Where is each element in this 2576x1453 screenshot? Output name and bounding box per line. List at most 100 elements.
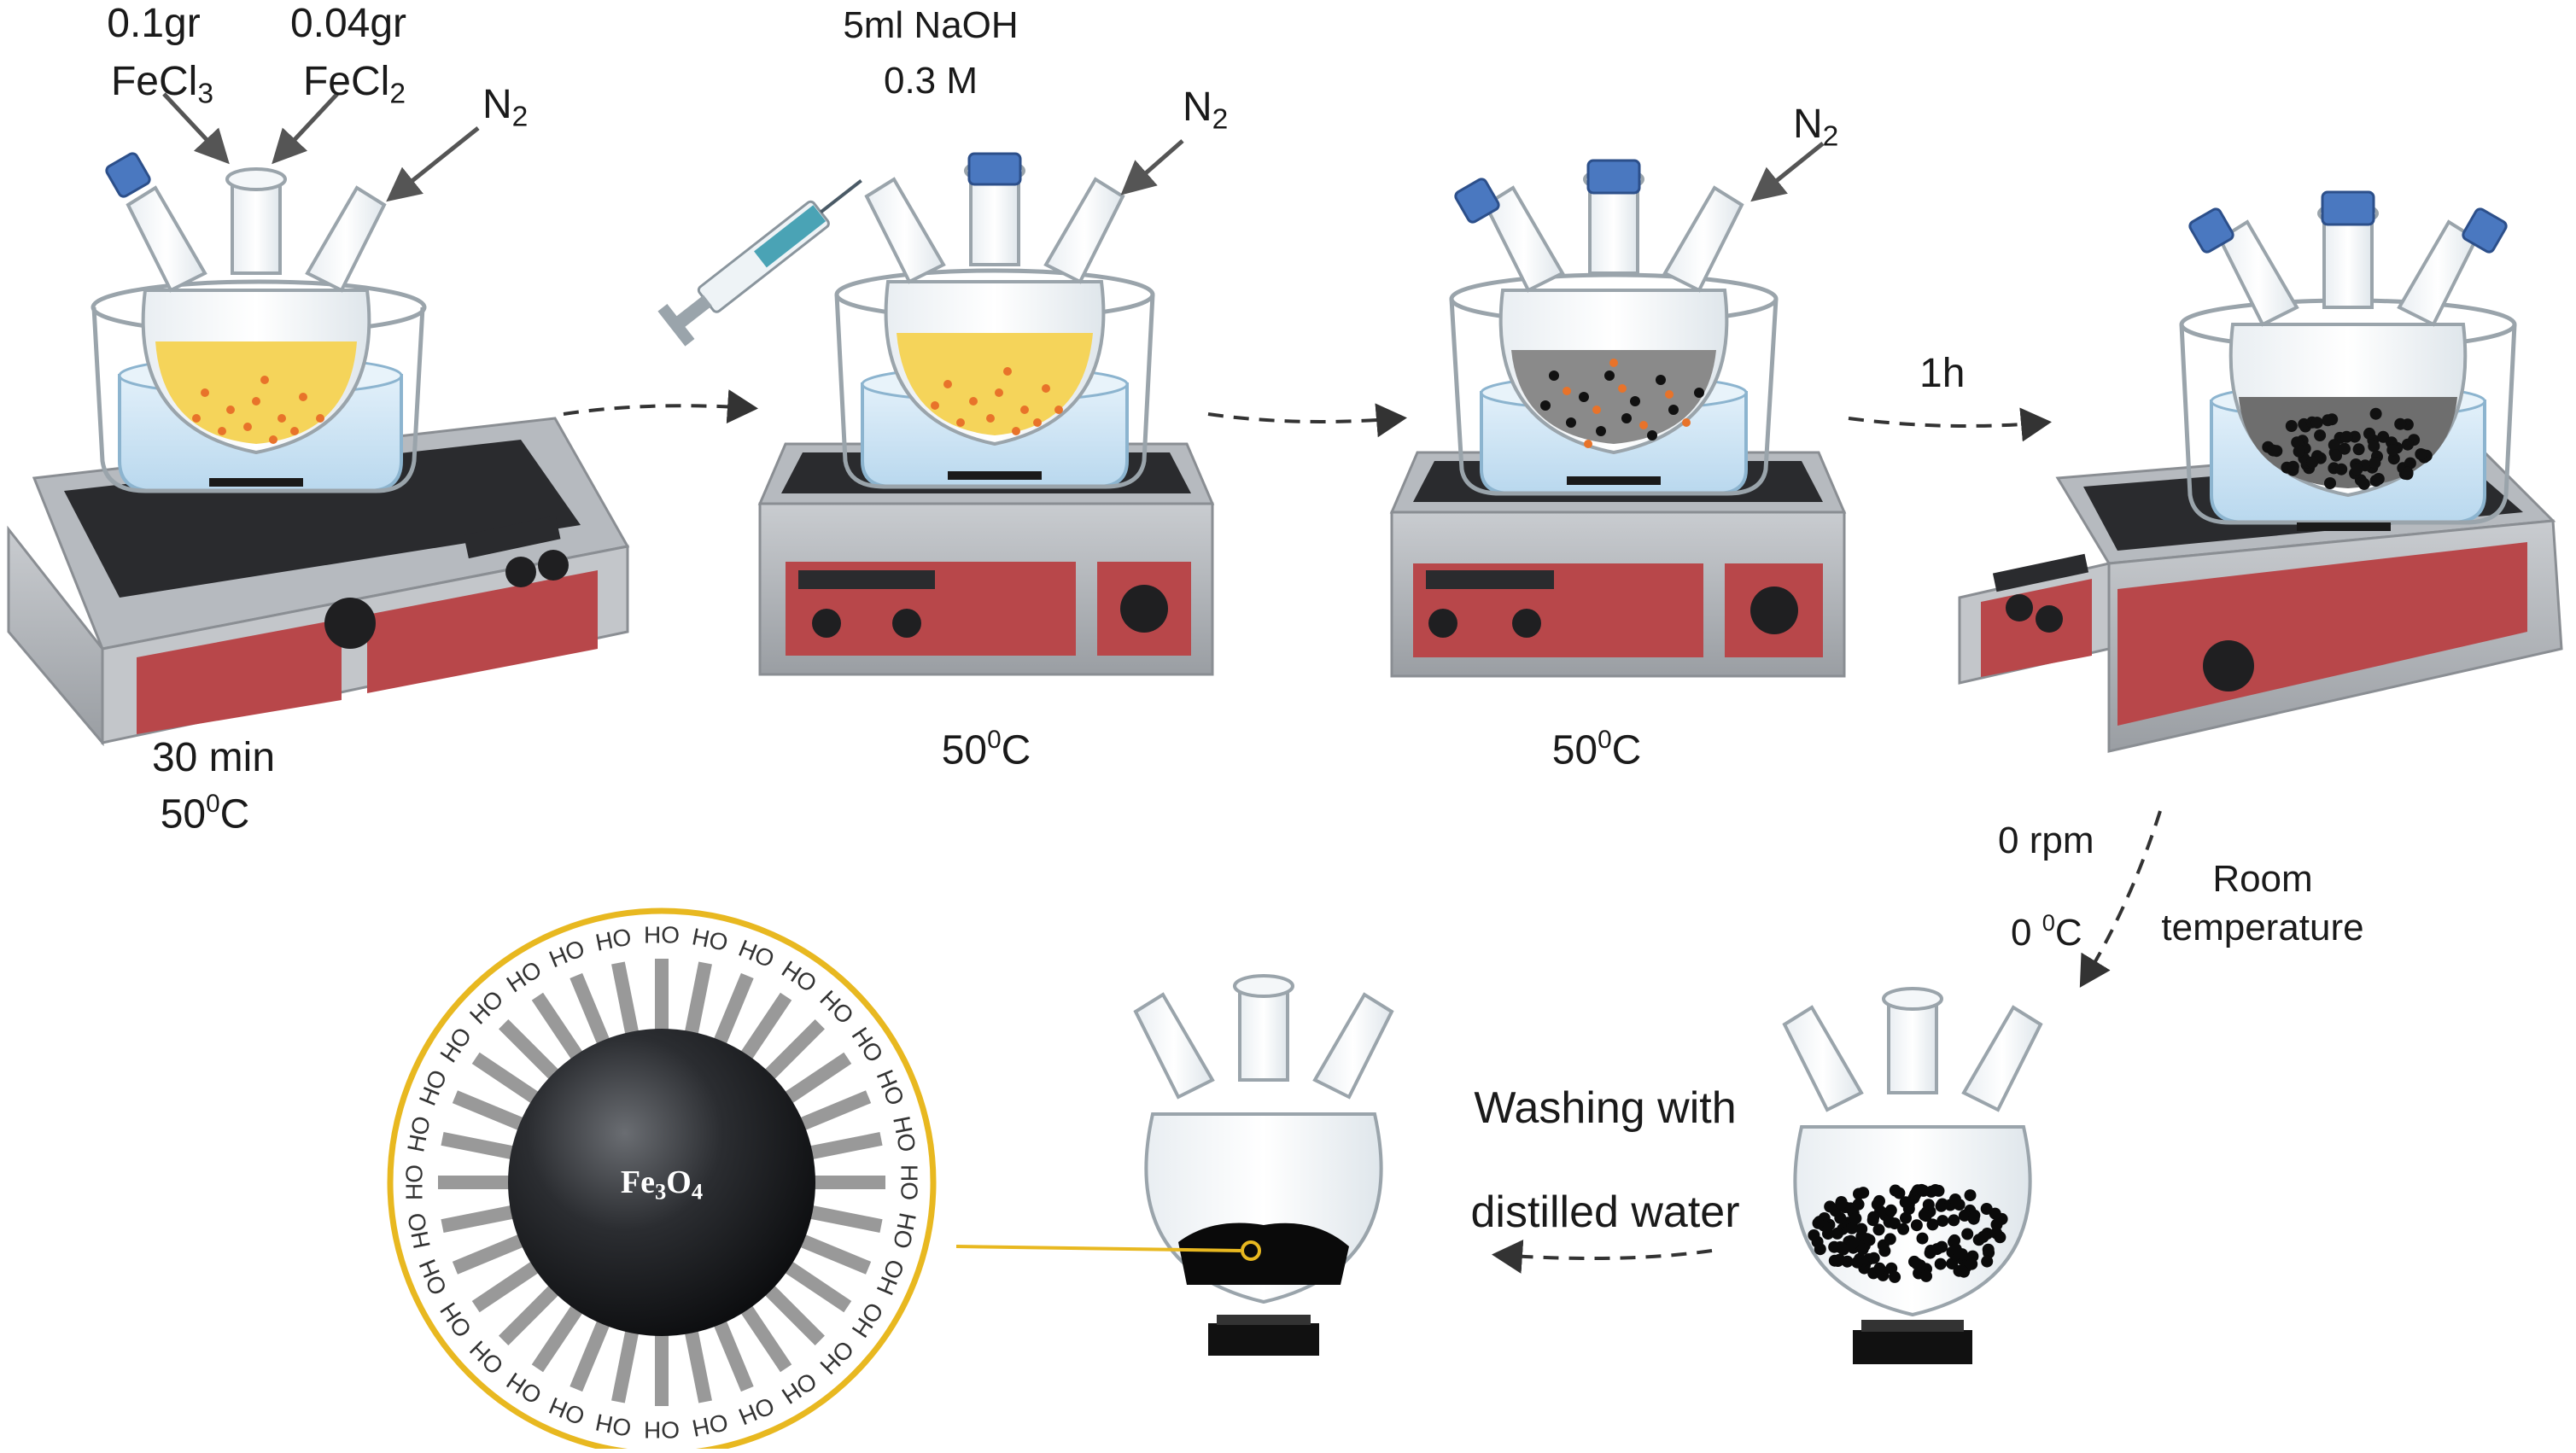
particle-dot	[1851, 1256, 1864, 1269]
step3-temp-label: 500C	[1551, 726, 1642, 773]
particle-dot	[1889, 1270, 1901, 1283]
hydroxyl-bond	[471, 1052, 541, 1106]
particle-dot	[2267, 444, 2280, 457]
particle-dot	[2415, 448, 2427, 460]
step2-temp-label: 500C	[941, 726, 1031, 773]
particle-dot	[2351, 463, 2363, 476]
hydroxyl-label: OH	[644, 1417, 680, 1444]
cooling-temp-label: 0 0C	[2011, 909, 2082, 954]
particle-dot	[1964, 1189, 1977, 1202]
step4-display	[1992, 553, 2089, 592]
step1-flask	[105, 152, 386, 455]
step2-stopper	[967, 152, 1022, 186]
particle-dot	[1981, 1255, 1994, 1268]
particle-dot	[1915, 1183, 1928, 1196]
step2-n2-label: N2	[1183, 85, 1229, 136]
particle-dot	[2363, 427, 2375, 440]
particle-dot	[1835, 1197, 1848, 1210]
particle-dot	[1846, 1237, 1859, 1250]
particle-dot	[2401, 438, 2414, 451]
hydroxyl-bond	[441, 1132, 517, 1160]
step2-flask	[865, 152, 1124, 446]
arrow-step1-to-step2	[563, 389, 758, 424]
particle-dot	[1833, 1253, 1846, 1266]
hydroxyl-bond	[807, 1205, 883, 1233]
step1-stopper	[105, 152, 151, 198]
particle-dot	[1867, 1252, 1880, 1264]
step1-n2-arrow	[386, 126, 480, 202]
step1-hotplate	[7, 417, 630, 747]
zoom-connector-line	[955, 1245, 1241, 1252]
hydroxyl-bond	[499, 1283, 561, 1345]
particle-dot	[1977, 1230, 1989, 1243]
particle-dot	[2357, 477, 2370, 490]
particle-dot	[1961, 1228, 1974, 1240]
cooled-flask	[1783, 987, 2042, 1364]
hydroxyl-bond	[441, 1205, 517, 1233]
particle-dot	[2369, 407, 2382, 420]
step1-time-label: 30 min	[151, 735, 276, 780]
step1-yellow-solution	[155, 341, 357, 444]
washed-black-sediment	[1178, 1223, 1349, 1285]
syringe-icon	[657, 178, 862, 347]
step4-stopper	[2462, 207, 2508, 254]
hydroxyl-label: HO	[401, 1164, 428, 1200]
step3-display	[1426, 570, 1554, 589]
step2-particles	[931, 367, 1063, 435]
step2-hotplate	[757, 442, 1215, 676]
particle-dot	[2291, 436, 2304, 449]
hydroxyl-bond	[762, 1019, 825, 1082]
washing-label-line2: distilled water	[1470, 1187, 1740, 1237]
arrow-washing	[1492, 1239, 1713, 1274]
step3-particles	[1540, 359, 1704, 448]
hydroxyl-bond	[531, 992, 585, 1062]
hydroxyl-bond	[684, 961, 712, 1037]
room-temp-label-line1: Room	[2212, 858, 2313, 900]
hydroxyl-bond	[739, 1303, 792, 1373]
particle-dot	[1857, 1187, 1870, 1199]
hydroxyl-label: HO	[897, 1164, 923, 1200]
arrow-to-cooling	[2079, 810, 2162, 988]
particle-dot	[2340, 430, 2353, 443]
step3-n2-arrow	[1750, 142, 1825, 202]
particle-dot	[2306, 456, 2319, 469]
particle-dot	[1828, 1240, 1841, 1253]
particle-dot	[2335, 463, 2348, 476]
particle-dot	[2328, 439, 2340, 452]
particle-dot	[1900, 1211, 1912, 1224]
step3-grey-solution	[1511, 350, 1716, 444]
room-temp-label-line2: temperature	[2161, 907, 2364, 948]
particle-dot	[1873, 1262, 1886, 1275]
hydroxyl-label: HO	[644, 922, 680, 948]
step2-n2-arrow	[1120, 139, 1184, 195]
step1-display	[464, 515, 561, 559]
hydroxyl-bond	[611, 961, 640, 1037]
step1-knob	[538, 550, 569, 581]
particle-dot	[1966, 1258, 1978, 1270]
particle-dot	[1837, 1243, 1849, 1256]
particle-dot	[1931, 1243, 1943, 1256]
stirring-speed-label: 0 rpm	[1998, 820, 2094, 861]
fecl2-mass-label: 0.04gr	[289, 1, 407, 46]
particle-dot	[1934, 1258, 1947, 1270]
duration-label: 1h	[1919, 351, 1966, 396]
zoom-point	[1241, 1240, 1261, 1261]
washing-label-line1: Washing with	[1474, 1083, 1737, 1133]
particle-dot	[2369, 457, 2381, 470]
particle-dot	[1867, 1211, 1880, 1223]
particle-dot	[2404, 457, 2416, 470]
particle-dot	[2314, 429, 2327, 441]
particle-dot	[2368, 440, 2380, 452]
particle-dot	[1884, 1233, 1896, 1246]
step1-particles	[192, 376, 324, 444]
particle-dot	[1949, 1193, 1961, 1205]
naoh-volume-label: 5ml NaOH	[843, 4, 1019, 46]
particle-dot	[1871, 1198, 1884, 1211]
particle-dot	[2287, 460, 2299, 473]
cooled-black-particles	[1808, 1183, 2008, 1283]
hydroxyl-bond	[712, 972, 754, 1047]
hydroxyl-bond	[570, 1317, 611, 1392]
particle-dot	[1925, 1185, 1937, 1198]
